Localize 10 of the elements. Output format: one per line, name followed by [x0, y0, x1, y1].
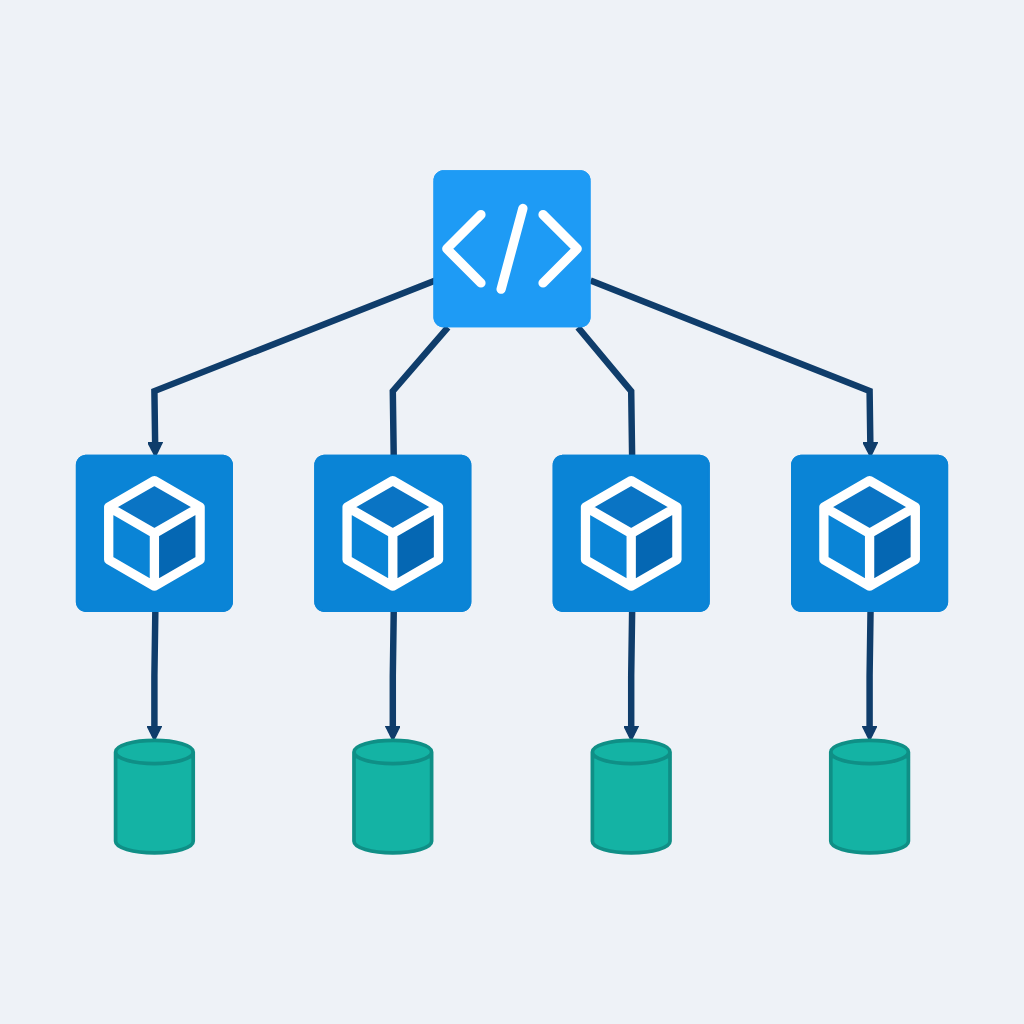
database-cylinder [113, 738, 196, 855]
arrow [384, 611, 401, 742]
connector-line [575, 325, 636, 457]
connector-line [389, 325, 451, 457]
arrow [861, 611, 878, 742]
arrow [623, 611, 640, 742]
database-cylinder [352, 738, 434, 855]
database-cylinder [590, 738, 672, 855]
database-cylinder [828, 738, 911, 855]
arrow [146, 611, 163, 742]
